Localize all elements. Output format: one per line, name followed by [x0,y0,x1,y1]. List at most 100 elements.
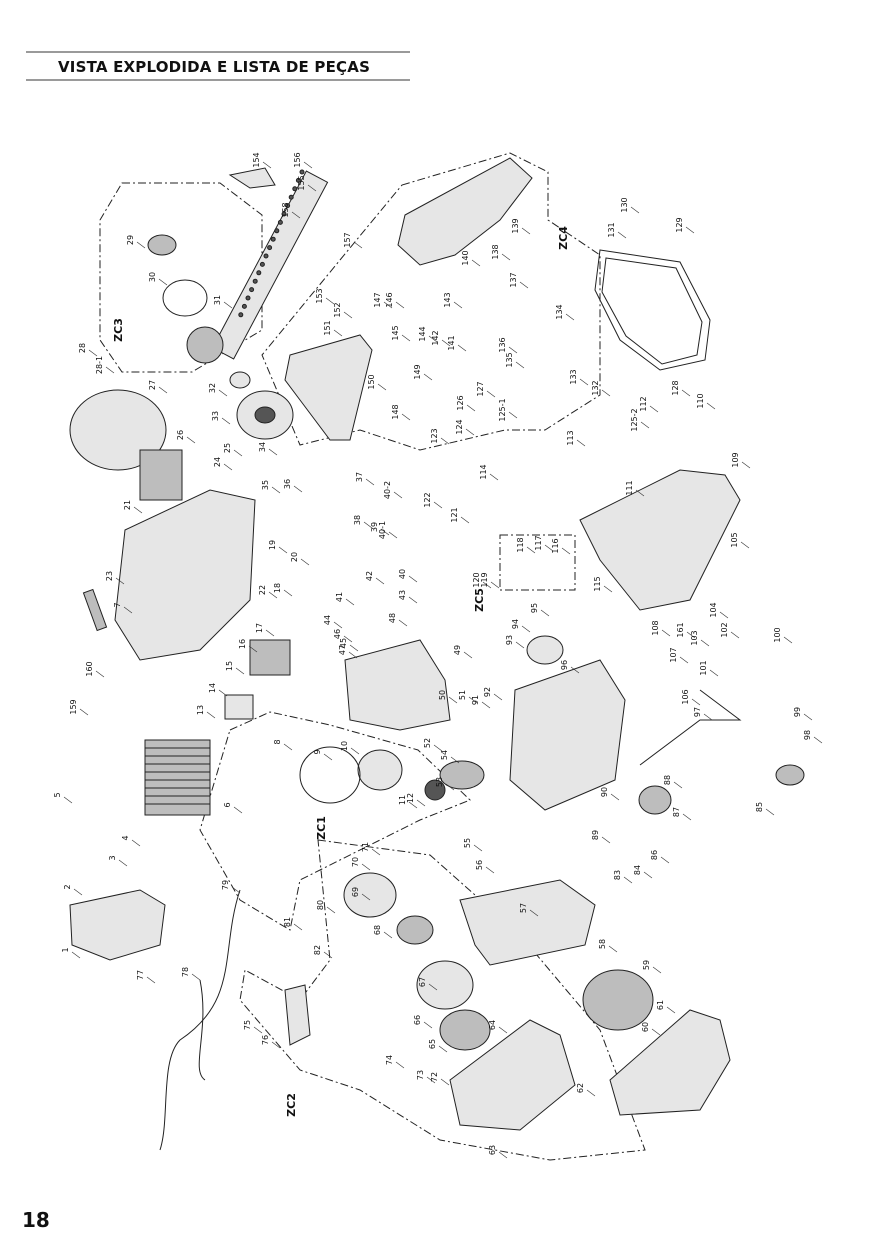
leader-line [813,736,823,744]
piston [357,749,403,791]
part-number-label: 52 [423,738,432,748]
leader-line [283,589,293,597]
leader-line [79,708,89,716]
part-number-label: 4 [121,835,130,840]
leader-line [463,651,473,659]
part-number-label: 121 [450,507,459,522]
part-number-label: 92 [483,687,492,697]
part-number-label: 115 [593,576,602,591]
leader-line [271,1041,281,1049]
leader-line [325,297,335,305]
part-number-label: 97 [693,707,702,717]
group-label: ZC1 [315,816,328,840]
part-number-label: 112 [639,396,648,411]
part-number-label: 19 [268,540,277,550]
leader-line [235,667,245,675]
leader-line [123,606,133,614]
part-number-label: 107 [669,647,678,662]
leader-line [348,651,358,659]
leader-line [579,378,589,386]
part-number-label: 111 [625,480,634,495]
part-number-label: 126 [456,395,465,410]
crankcase-half [509,659,626,811]
shroud [609,1009,731,1116]
part-number-label: 146 [385,292,394,307]
part-number-label: 98 [803,730,812,740]
leader-line [700,639,710,647]
part-number-label: 32 [208,383,217,393]
part-number-label: 103 [690,630,699,645]
leader-line [365,478,375,486]
part-number-label: 23 [105,571,114,581]
chain-link [245,295,251,301]
leader-line [408,801,418,809]
leader-line [118,859,128,867]
leader-line [440,1078,450,1086]
leader-line [136,241,146,249]
leader-line [765,808,775,816]
part-number-label: 63 [488,1145,497,1155]
group-label: ZC3 [112,318,125,342]
leader-line [466,404,476,412]
leader-line [468,696,478,704]
part-number-label: 24 [213,457,222,467]
leader-line [206,711,216,719]
part-number-label: 89 [591,830,600,840]
leader-line [685,226,695,234]
part-number-label: 95 [530,603,539,613]
leader-line [803,713,813,721]
part-number-label: 38 [353,515,362,525]
spark-plug [82,588,108,632]
leader-line [380,528,390,536]
starter-housing [449,1019,576,1131]
leader-line [343,311,353,319]
leader-line [278,546,288,554]
header-top-rule [26,51,410,53]
leader-line [388,531,398,539]
part-number-label: 50 [438,690,447,700]
leader-line [395,301,405,309]
leader-line [608,945,618,953]
leader-line [643,871,653,879]
air-filter [139,449,183,501]
leader-line [186,436,196,444]
leader-line [371,848,381,856]
leader-line [493,693,503,701]
muffler [69,889,166,961]
part-number-label: 114 [479,464,488,479]
leader-line [448,696,458,704]
leader-line [482,581,492,589]
leader-line [363,521,373,529]
leader-line [445,783,455,791]
carburetor [249,639,291,676]
leader-line [218,689,228,697]
chain-link [277,219,283,225]
leader-line [233,449,243,457]
leader-line [283,743,293,751]
leader-line [508,346,518,354]
part-number-label: 40-2 [383,481,392,499]
part-number-label: 22 [258,585,267,595]
part-number-label: 56 [475,860,484,870]
group-label: ZC2 [285,1093,298,1117]
part-number-label: 67 [418,977,427,987]
part-number-label: 6 [223,802,232,807]
part-number-label: 51 [458,690,467,700]
bearing [424,779,446,801]
leader-line [401,334,411,342]
leader-line [740,541,750,549]
leader-line [438,1045,448,1053]
part-number-label: 13 [196,705,205,715]
leader-line [617,231,627,239]
part-number-label: 1 [61,947,70,952]
leader-line [706,402,716,410]
chain-link [267,245,273,251]
part-number-label: 137 [509,272,518,287]
part-number-label: 45 [339,638,348,648]
leader-line [601,836,611,844]
leader-line [398,619,408,627]
leader-line [526,546,536,554]
leader-line [635,489,645,497]
leader-line [441,339,451,347]
